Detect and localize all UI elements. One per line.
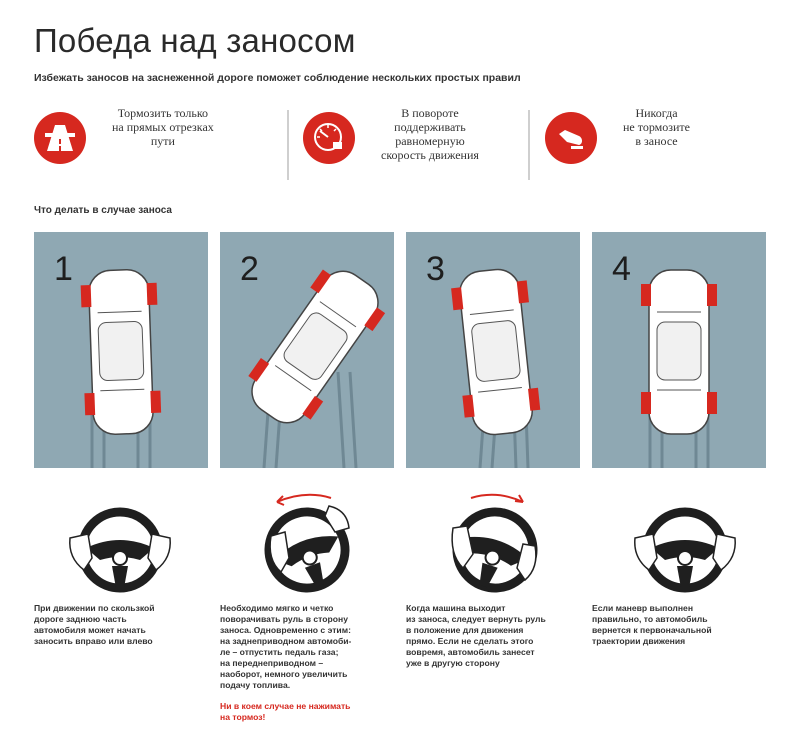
page-title: Победа над заносом [34,22,356,59]
step-panel-4: 4 [592,232,766,468]
rule-steady-speed: В повороте поддерживать равномерную скор… [303,100,538,192]
steering-wheel-icon [415,488,575,603]
desc-line: заносить вправо или влево [34,636,153,646]
step-panel-1: 1 [34,232,208,468]
brake-warning: Ни в коем случае не нажимать [220,701,351,711]
desc-line: автомобиля может начать [34,625,146,635]
desc-line: в положение для движения [406,625,524,635]
section-label: Что делать в случае заноса [34,205,172,216]
step-description-1: При движении по скользкой дороге заднюю … [34,603,214,647]
desc-line: уже в другую сторону [406,658,500,668]
desc-line: Когда машина выходит [406,603,506,613]
divider [287,110,289,180]
desc-line: вернется к первоначальной [592,625,712,635]
rule-text: Тормозить только на прямых отрезках пути [112,106,214,148]
step-description-3: Когда машина выходит из заноса, следует … [406,603,586,669]
step-number: 4 [612,250,631,288]
steering-wheel-icon [227,488,387,603]
step-description-2: Необходимо мягко и четко поворачивать ру… [220,603,400,723]
desc-line: вовремя, автомобиль занесет [406,647,535,657]
step-number: 2 [240,250,259,288]
desc-line: из заноса, следует вернуть руль [406,614,546,624]
rule-brake-straight: Тормозить только на прямых отрезках пути [34,100,274,192]
desc-line: ле – отпустить педаль газа; [220,647,339,657]
road-icon [34,112,86,164]
foot-pedal-icon [545,112,597,164]
desc-line: дороге заднюю часть [34,614,127,624]
desc-line: на заднеприводном автомоби- [220,636,352,646]
rule-text: Никогда не тормозите в заносе [623,106,690,148]
desc-line: траектории движения [592,636,686,646]
step-number: 3 [426,250,445,288]
steering-wheel-icon [605,488,765,603]
step-number: 1 [54,250,73,288]
brake-warning: на тормоз! [220,712,266,722]
step-description-4: Если маневр выполнен правильно, то автом… [592,603,772,647]
desc-line: правильно, то автомобиль [592,614,708,624]
desc-line: на переднеприводном – [220,658,324,668]
desc-line: прямо. Если не сделать этого [406,636,534,646]
desc-line: Если маневр выполнен [592,603,694,613]
desc-line: поворачивать руль в сторону [220,614,348,624]
desc-line: При движении по скользкой [34,603,155,613]
page-subtitle: Избежать заносов на заснеженной дороге п… [34,72,521,84]
desc-line: Необходимо мягко и четко [220,603,334,613]
steering-wheel-icon [40,488,200,603]
desc-line: подачу топлива. [220,680,291,690]
desc-line: наоборот, немного увеличить [220,669,348,679]
desc-line: заноса. Одновременно с этим: [220,625,351,635]
speedometer-icon [303,112,355,164]
step-panel-2: 2 [220,232,394,468]
divider [528,110,530,180]
step-panel-3: 3 [406,232,580,468]
rule-text: В повороте поддерживать равномерную скор… [381,106,479,162]
rule-no-brake-skid: Никогда не тормозите в заносе [545,100,765,192]
